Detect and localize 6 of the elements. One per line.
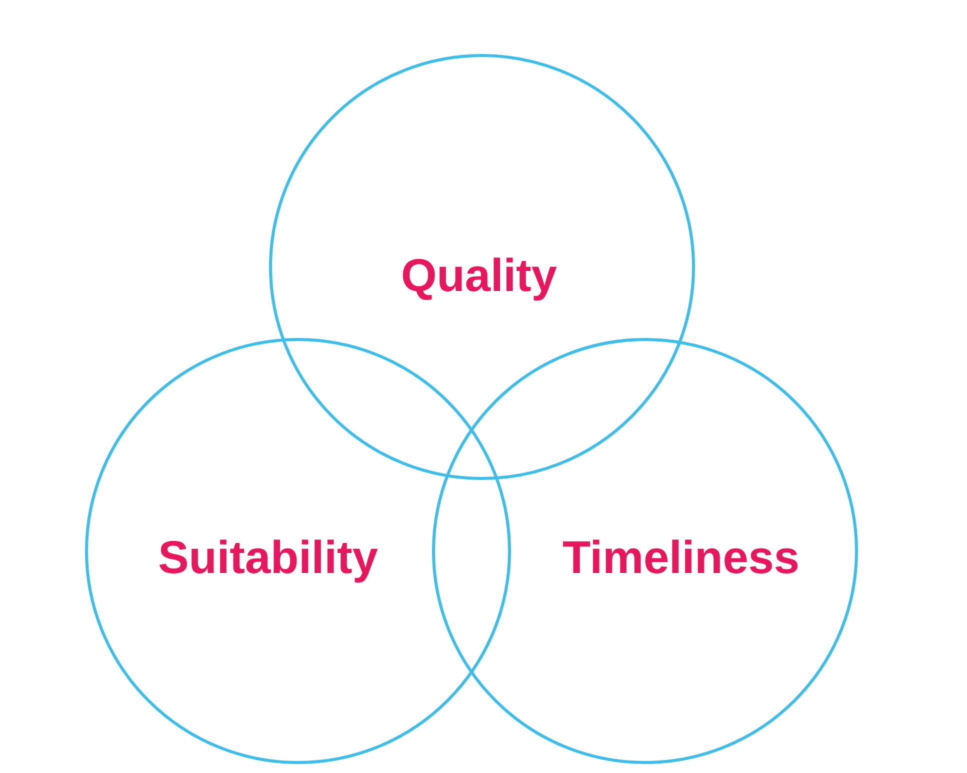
venn-circle — [432, 338, 858, 764]
circle-label: Quality — [401, 248, 557, 302]
circle-label: Timeliness — [562, 530, 800, 584]
circle-label: Suitability — [158, 530, 378, 584]
venn-circle — [85, 338, 511, 764]
venn-circle — [269, 54, 695, 480]
